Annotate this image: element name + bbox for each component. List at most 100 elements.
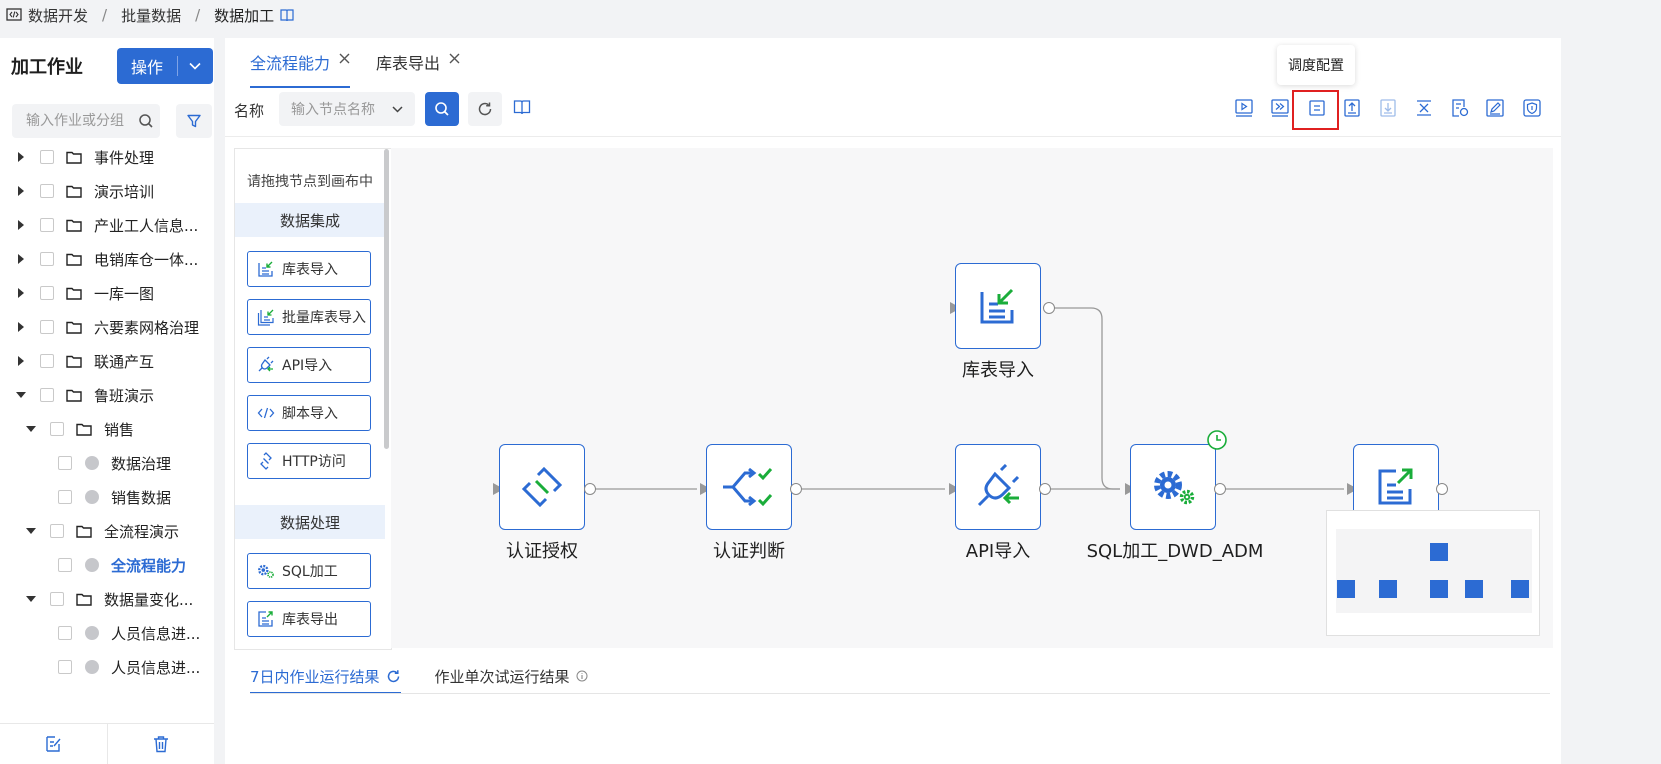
search-icon[interactable] xyxy=(138,113,154,129)
run-from-node-icon[interactable] xyxy=(1268,96,1292,120)
tree-item[interactable]: 人员信息进... xyxy=(0,650,214,684)
caret-right-icon[interactable] xyxy=(16,152,26,162)
output-port[interactable] xyxy=(1039,483,1051,495)
tree-item[interactable]: 人员信息进... xyxy=(0,616,214,650)
node-sql[interactable] xyxy=(1130,444,1216,530)
breadcrumb-item-batch[interactable]: 批量数据 xyxy=(121,6,182,25)
tab-7day-results[interactable]: 7日内作业运行结果 xyxy=(250,662,401,694)
run-icon[interactable] xyxy=(1232,96,1256,120)
tree-item[interactable]: 销售 xyxy=(0,412,214,446)
tree-checkbox[interactable] xyxy=(40,354,54,368)
palette-item-table-import[interactable]: 库表导入 xyxy=(247,251,371,287)
tree-item[interactable]: 六要素网格治理 xyxy=(0,310,214,344)
caret-right-icon[interactable] xyxy=(16,288,26,298)
job-search-input[interactable] xyxy=(24,112,138,130)
tree-checkbox[interactable] xyxy=(58,558,72,572)
tree-checkbox[interactable] xyxy=(40,218,54,232)
tree-checkbox[interactable] xyxy=(40,252,54,266)
info-icon[interactable] xyxy=(576,670,588,682)
tree-checkbox[interactable] xyxy=(40,388,54,402)
tree-item[interactable]: 鲁班演示 xyxy=(0,378,214,412)
node-auth-check[interactable] xyxy=(706,444,792,530)
edit-job-button[interactable] xyxy=(0,724,107,764)
palette-scrollbar[interactable] xyxy=(384,149,389,449)
palette-item-http[interactable]: HTTP访问 xyxy=(247,443,371,479)
tree-item[interactable]: 数据量变化... xyxy=(0,582,214,616)
palette-item-api-import[interactable]: API导入 xyxy=(247,347,371,383)
flow-canvas[interactable]: 库表导入 认证授权 认证判断 API导入 SQL加工_DWD_ADM xyxy=(391,148,1553,648)
download-icon[interactable] xyxy=(1376,96,1400,120)
tree-item[interactable]: 演示培训 xyxy=(0,174,214,208)
output-port[interactable] xyxy=(1436,483,1448,495)
output-port[interactable] xyxy=(1214,483,1226,495)
caret-down-icon[interactable] xyxy=(26,425,36,433)
caret-right-icon[interactable] xyxy=(16,356,26,366)
book-icon[interactable] xyxy=(280,8,294,22)
node-auth[interactable] xyxy=(499,444,585,530)
tree-checkbox[interactable] xyxy=(58,660,72,674)
minimap[interactable] xyxy=(1326,510,1540,636)
palette-item-script-import[interactable]: 脚本导入 xyxy=(247,395,371,431)
tree-checkbox[interactable] xyxy=(50,592,64,606)
tree-checkbox[interactable] xyxy=(58,626,72,640)
close-icon[interactable] xyxy=(449,53,460,64)
breadcrumb-item-dev[interactable]: 数据开发 xyxy=(28,6,89,25)
tree-checkbox[interactable] xyxy=(58,456,72,470)
upload-icon[interactable] xyxy=(1340,96,1364,120)
clock-icon[interactable] xyxy=(1207,430,1227,450)
tree-checkbox[interactable] xyxy=(40,320,54,334)
output-port[interactable] xyxy=(584,483,596,495)
tree-item-active[interactable]: 全流程能力 xyxy=(0,548,214,582)
tree-checkbox[interactable] xyxy=(40,286,54,300)
chevron-down-icon[interactable] xyxy=(178,62,212,70)
node-name-select[interactable]: 输入节点名称 xyxy=(279,92,415,126)
tab-full-process[interactable]: 全流程能力 xyxy=(250,50,351,88)
align-icon[interactable] xyxy=(1412,96,1436,120)
filter-button[interactable] xyxy=(176,104,212,138)
tree-item[interactable]: 销售数据 xyxy=(0,480,214,514)
caret-down-icon[interactable] xyxy=(16,391,26,399)
input-port[interactable] xyxy=(1347,483,1358,495)
tree-checkbox[interactable] xyxy=(50,422,64,436)
tree-item[interactable]: 一库一图 xyxy=(0,276,214,310)
palette-item-table-export[interactable]: 库表导出 xyxy=(247,601,371,637)
caret-down-icon[interactable] xyxy=(26,595,36,603)
delete-job-button[interactable] xyxy=(106,724,215,764)
doc-settings-icon[interactable] xyxy=(1448,96,1472,120)
tab-table-export[interactable]: 库表导出 xyxy=(376,50,460,82)
schedule-config-icon[interactable] xyxy=(1305,96,1329,120)
output-port[interactable] xyxy=(790,483,802,495)
refresh-button[interactable] xyxy=(468,92,502,126)
shield-icon[interactable] xyxy=(1520,96,1544,120)
tree-item[interactable]: 产业工人信息... xyxy=(0,208,214,242)
output-port[interactable] xyxy=(1043,302,1055,314)
book-icon[interactable] xyxy=(513,98,531,116)
tree-checkbox[interactable] xyxy=(40,184,54,198)
palette-item-batch-import[interactable]: 批量库表导入 xyxy=(247,299,371,335)
palette-item-sql[interactable]: SQL加工 xyxy=(247,553,371,589)
close-icon[interactable] xyxy=(339,53,350,64)
caret-right-icon[interactable] xyxy=(16,220,26,230)
edit-icon[interactable] xyxy=(1483,96,1507,120)
palette-group-processing[interactable]: 数据处理 xyxy=(235,505,385,539)
search-button[interactable] xyxy=(425,92,459,126)
tree-item[interactable]: 数据治理 xyxy=(0,446,214,480)
refresh-icon[interactable] xyxy=(386,669,401,684)
caret-right-icon[interactable] xyxy=(16,186,26,196)
tree-item[interactable]: 电销库仓一体... xyxy=(0,242,214,276)
input-port[interactable] xyxy=(700,483,711,495)
input-port[interactable] xyxy=(493,483,504,495)
node-api-import[interactable] xyxy=(955,444,1041,530)
operation-button[interactable]: 操作 xyxy=(117,48,213,84)
tree-checkbox[interactable] xyxy=(58,490,72,504)
tab-test-run-results[interactable]: 作业单次试运行结果 xyxy=(435,662,588,690)
caret-down-icon[interactable] xyxy=(26,527,36,535)
node-table-import[interactable] xyxy=(955,263,1041,349)
input-port[interactable] xyxy=(949,483,960,495)
palette-group-integration[interactable]: 数据集成 xyxy=(235,203,385,237)
caret-right-icon[interactable] xyxy=(16,254,26,264)
tree-checkbox[interactable] xyxy=(40,150,54,164)
tree-item[interactable]: 联通产互 xyxy=(0,344,214,378)
tree-item[interactable]: 全流程演示 xyxy=(0,514,214,548)
tree-checkbox[interactable] xyxy=(50,524,64,538)
